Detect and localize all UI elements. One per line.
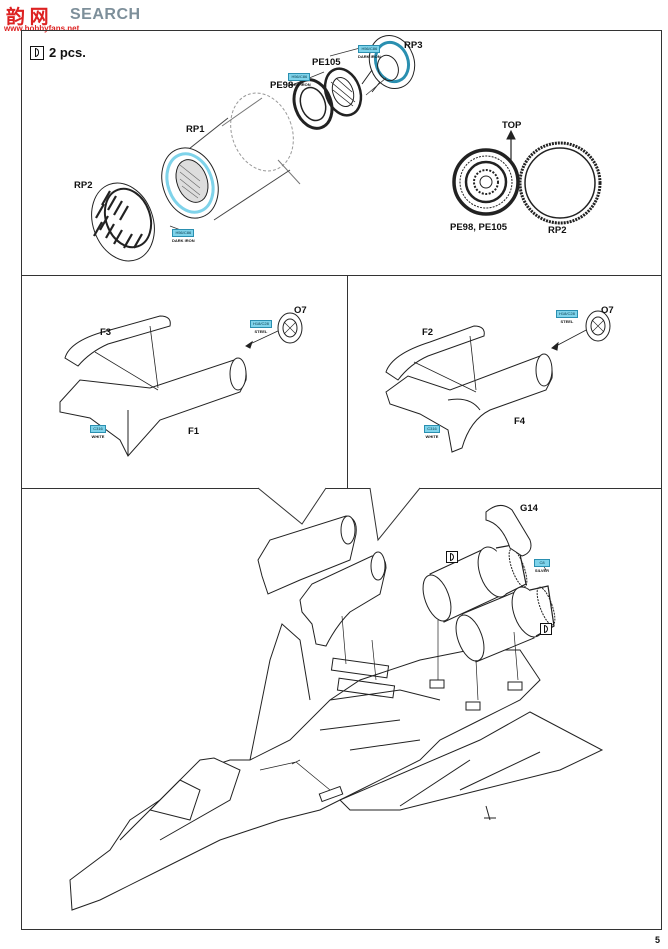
paint-name: DARK IRON [358, 54, 381, 59]
nozzle-icon [30, 45, 44, 60]
paint-code-chip: H18/C28 [250, 320, 272, 328]
label-rp2: RP2 [74, 180, 93, 191]
paint-code-chip: H56/C86 [288, 73, 311, 81]
paint-code-chip: H18/C28 [556, 310, 578, 318]
paint-callout-f1: C316 WHITE [90, 418, 106, 439]
part-f3-drawing [64, 315, 171, 367]
part-rp2-drawing [91, 182, 155, 262]
quantity-text: 2 pcs. [49, 45, 86, 60]
part-rp2-detail-drawing [518, 141, 602, 225]
label-top: TOP [502, 120, 522, 131]
label-pe105: PE105 [312, 57, 341, 68]
label-o7-right: O7 [601, 305, 614, 316]
nozzle-icon [540, 623, 552, 635]
label-f4: F4 [514, 416, 526, 427]
label-f3: F3 [100, 327, 112, 338]
label-rp2-detail: RP2 [548, 225, 567, 236]
paint-callout-pe105: H56/C86 DARK IRON [288, 66, 311, 87]
part-f1-drawing [59, 357, 247, 457]
paint-code-chip: H56/C86 [358, 45, 381, 53]
part-pe98-pe105-detail-drawing [452, 148, 520, 216]
paint-name: DARK IRON [288, 82, 311, 87]
part-f2-drawing [385, 325, 485, 381]
nozzle-icon [446, 551, 458, 563]
part-f4-drawing [385, 353, 553, 453]
paint-name: DARK IRON [172, 238, 195, 243]
paint-callout-g14: C8 SILVER [534, 552, 550, 573]
quantity-indicator: 2 pcs. [30, 45, 86, 60]
paint-name: STEEL [254, 329, 268, 334]
paint-code-chip: H56/C86 [172, 229, 195, 237]
paint-code-chip: C316 [424, 425, 440, 433]
watermark-cn-text: 韵 网 [6, 6, 49, 28]
watermark-url-text: www.hobbyfans.net [4, 24, 80, 33]
part-o7-left-drawing [277, 312, 303, 344]
engine-nozzle-1-drawing [422, 543, 528, 623]
part-rp3-drawing [361, 35, 416, 93]
fuselage-drawing [69, 623, 604, 911]
label-rp3: RP3 [404, 40, 423, 51]
watermark-en-text: SEARCH [70, 6, 141, 23]
paint-callout-f4: C316 WHITE [424, 418, 440, 439]
paint-code-chip: C316 [90, 425, 106, 433]
label-pe98-pe105: PE98, PE105 [450, 222, 508, 233]
label-f1: F1 [188, 426, 200, 437]
paint-name: WHITE [425, 434, 439, 439]
part-g14-drawing [485, 505, 532, 557]
label-pe98: PE98 [270, 80, 294, 91]
part-o7-right-drawing [585, 310, 611, 342]
paint-name: WHITE [91, 434, 105, 439]
paint-callout-o7-right: H18/C28 STEEL [556, 303, 578, 324]
label-o7-left: O7 [294, 305, 307, 316]
paint-name: SILVER [534, 568, 550, 573]
page-number: 5 [654, 935, 660, 945]
paint-name: STEEL [560, 319, 574, 324]
label-g14: G14 [520, 503, 538, 514]
step-panel-fuselage-assembly [21, 488, 662, 930]
label-rp1: RP1 [186, 124, 205, 135]
paint-callout-o7-left: H18/C28 STEEL [250, 313, 272, 334]
part-pe105-drawing [323, 67, 363, 117]
paint-callout-rp3: H56/C86 DARK IRON [358, 38, 381, 59]
watermark-logo: 韵 网 SEARCH www.hobbyfans.net [4, 2, 204, 44]
paint-code-chip: C8 [534, 559, 550, 567]
part-rp1-drawing [161, 92, 301, 221]
paint-callout-rp1: H56/C86 DARK IRON [172, 222, 195, 243]
label-f2: F2 [422, 327, 434, 338]
